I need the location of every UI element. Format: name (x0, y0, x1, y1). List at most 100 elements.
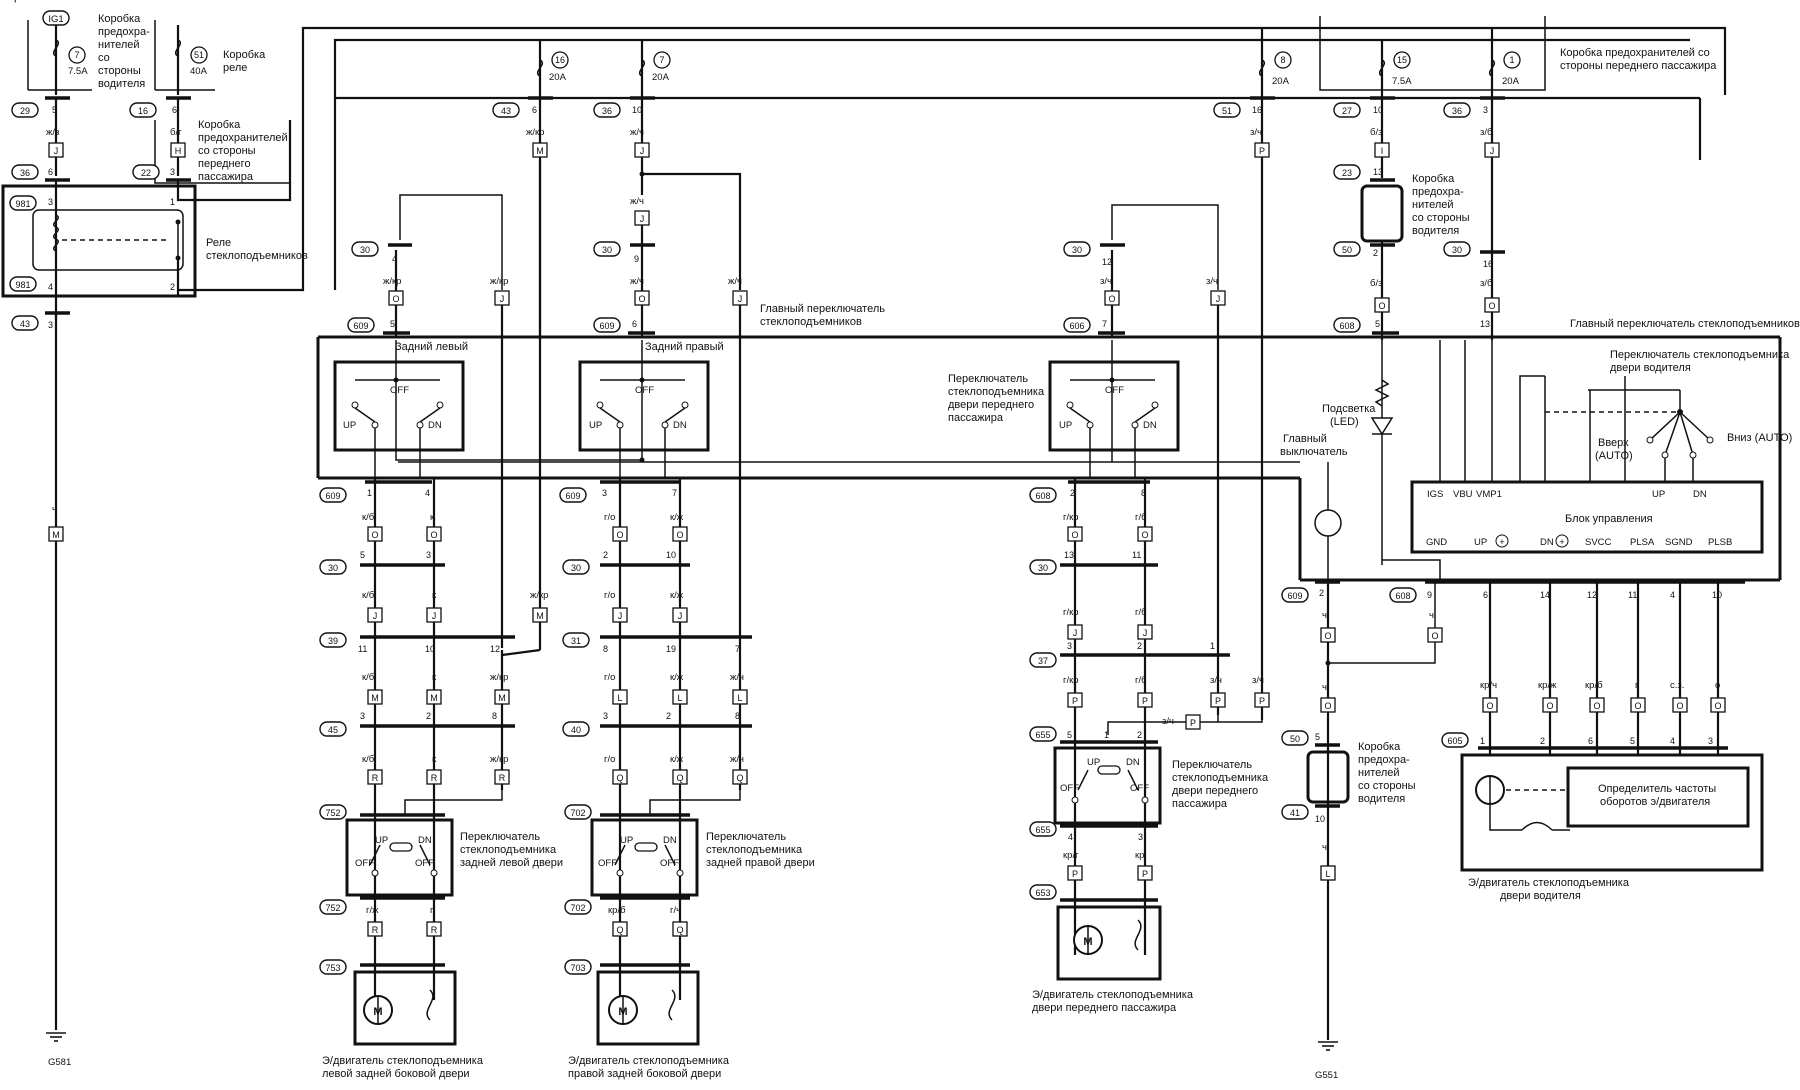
svg-text:P: P (1215, 696, 1221, 706)
motor-driver-label: Э/двигатель стеклоподъемника двери водит… (1468, 877, 1632, 902)
front-pass-door-switch-label: Переключатель стеклоподъемника двери пер… (1172, 759, 1271, 810)
svg-text:J: J (678, 611, 683, 621)
svg-text:P: P (1142, 869, 1148, 879)
svg-text:20A: 20A (549, 72, 567, 83)
svg-text:кр/б: кр/б (1585, 680, 1603, 691)
svg-text:J: J (738, 294, 743, 304)
svg-text:O: O (1714, 701, 1721, 711)
svg-text:4: 4 (425, 488, 430, 498)
svg-text:M: M (536, 146, 544, 156)
svg-text:ж/кр: ж/кр (490, 754, 508, 765)
svg-text:пассажира: пассажира (948, 412, 1004, 424)
fusebox-passenger-top-label: Коробка предохранителей со стороны перед… (1560, 47, 1717, 72)
svg-text:36: 36 (602, 106, 612, 116)
svg-text:O: O (1324, 701, 1331, 711)
svg-text:20A: 20A (1272, 76, 1290, 87)
svg-text:3: 3 (170, 167, 175, 177)
svg-text:O: O (1108, 294, 1115, 304)
svg-text:к/ж: к/ж (670, 590, 684, 601)
svg-text:O: O (1488, 301, 1495, 311)
connector-606: 606 7 (1063, 317, 1125, 335)
svg-text:з/б: з/б (1480, 127, 1493, 138)
main-switch-lamp: Главный выключатель (1280, 433, 1348, 592)
svg-text:L: L (737, 693, 742, 703)
ig1-label: IG1 (42, 10, 70, 26)
connector-608-top: 608 5 13 (1333, 317, 1490, 335)
svg-text:752: 752 (325, 903, 340, 913)
svg-text:6: 6 (532, 105, 537, 115)
svg-text:3: 3 (1708, 736, 1713, 746)
svg-text:Переключатель: Переключатель (948, 373, 1028, 385)
svg-text:J: J (618, 611, 623, 621)
svg-text:ж/ч: ж/ч (730, 754, 744, 765)
svg-text:13: 13 (1480, 319, 1490, 329)
svg-text:8: 8 (1280, 55, 1285, 65)
svg-text:7: 7 (74, 50, 79, 60)
svg-text:27: 27 (1342, 106, 1352, 116)
svg-text:O: O (676, 530, 683, 540)
svg-text:SVCC: SVCC (1585, 537, 1612, 548)
svg-text:9: 9 (634, 254, 639, 264)
svg-text:4: 4 (1068, 832, 1073, 842)
connector-609-a: 609 5 (347, 317, 410, 335)
svg-text:16: 16 (1483, 259, 1493, 269)
svg-text:UP: UP (620, 835, 633, 846)
svg-text:OFF: OFF (1130, 783, 1149, 794)
svg-text:608: 608 (1339, 321, 1354, 331)
svg-text:O: O (1071, 530, 1078, 540)
svg-text:P: P (1072, 869, 1078, 879)
svg-text:UP: UP (1474, 537, 1487, 548)
svg-text:ж/ч: ж/ч (630, 276, 644, 287)
svg-text:ж/ч: ж/ч (630, 127, 644, 138)
motor-rear-right-label: Э/двигатель стеклоподъемника правой задн… (568, 1055, 732, 1080)
svg-text:к/ж: к/ж (670, 672, 684, 683)
svg-text:7: 7 (1102, 319, 1107, 329)
svg-text:OFF: OFF (1060, 783, 1079, 794)
svg-text:Вверх: Вверх (1598, 437, 1629, 449)
svg-text:30: 30 (328, 563, 338, 573)
svg-text:609: 609 (565, 491, 580, 501)
svg-text:OFF: OFF (635, 385, 654, 396)
svg-text:30: 30 (602, 245, 612, 255)
fuse-7-20a: 7 20A 36 10 ж/ч J ж/ч J (593, 40, 742, 290)
svg-text:Задний правый: Задний правый (645, 341, 724, 353)
svg-text:Q: Q (616, 773, 623, 783)
svg-text:UP: UP (1059, 420, 1072, 431)
svg-text:608: 608 (1035, 491, 1050, 501)
svg-text:7: 7 (672, 488, 677, 498)
svg-text:к/б: к/б (362, 754, 375, 765)
svg-text:752: 752 (325, 808, 340, 818)
svg-text:8: 8 (492, 711, 497, 721)
svg-text:Q: Q (676, 925, 683, 935)
terminal-M-left: M (48, 526, 64, 542)
svg-text:5: 5 (1630, 736, 1635, 746)
wire-color-zh-z: ж/з (46, 127, 59, 138)
svg-text:1: 1 (367, 488, 372, 498)
driver-door-switch: Переключатель стеклоподъемника двери вод… (1519, 349, 1792, 482)
svg-text:30: 30 (571, 563, 581, 573)
svg-text:з/ч: з/ч (1100, 276, 1112, 287)
svg-text:50: 50 (1290, 734, 1300, 744)
wire-color-b-g: б/г (170, 127, 182, 138)
svg-text:DN: DN (663, 835, 677, 846)
svg-text:13: 13 (1373, 167, 1383, 177)
motor-front-pass: 653 M Э/двигатель стеклоподъемника двери… (1029, 884, 1194, 1014)
fuse-7-badge: 7 (68, 46, 86, 64)
svg-text:з/ч: з/ч (1206, 276, 1218, 287)
svg-text:J: J (1216, 294, 1221, 304)
svg-text:50: 50 (1342, 245, 1352, 255)
svg-text:Переключатель: Переключатель (0, 0, 80, 3)
svg-text:O: O (1378, 301, 1385, 311)
svg-text:PLSB: PLSB (1708, 537, 1732, 548)
svg-text:M: M (371, 693, 379, 703)
svg-text:653: 653 (1035, 888, 1050, 898)
svg-text:Q: Q (676, 773, 683, 783)
svg-text:OFF: OFF (355, 858, 374, 869)
svg-text:P: P (1259, 696, 1265, 706)
svg-text:R: R (372, 773, 379, 783)
svg-text:R: R (372, 925, 379, 935)
